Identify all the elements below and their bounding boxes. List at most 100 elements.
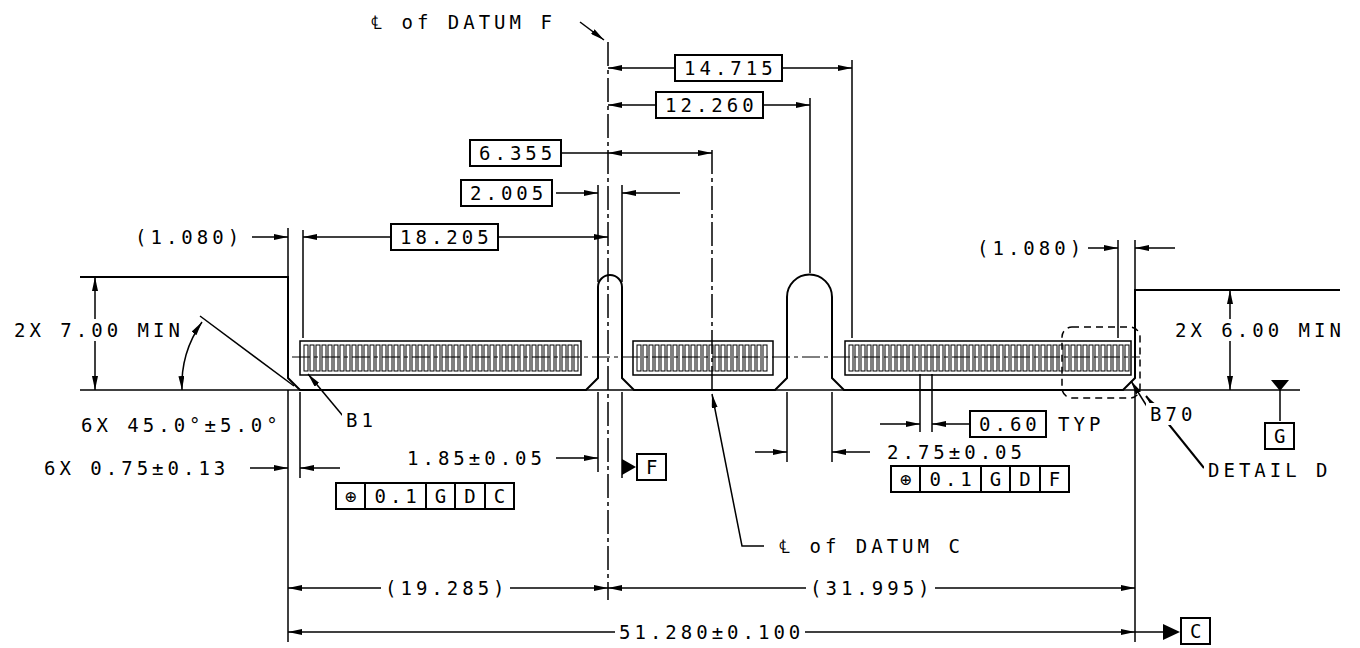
drawing-stroke	[633, 341, 773, 375]
drawing-stroke	[364, 345, 368, 371]
drawing-stroke	[490, 345, 494, 371]
drawing-stroke	[382, 345, 386, 371]
drawing-stroke	[484, 345, 488, 371]
drawing-stroke	[514, 345, 518, 371]
drawing-stroke	[1047, 345, 1051, 371]
drawing-stroke	[287, 390, 289, 642]
drawing-stroke	[879, 345, 883, 371]
centerline-note: ℄ of DATUM C	[775, 535, 965, 557]
drawing-stroke	[394, 345, 398, 371]
drawing-stroke	[939, 345, 943, 371]
drawing-stroke	[182, 322, 202, 390]
box-text: 12.260	[665, 94, 758, 116]
drawing-stroke	[292, 357, 1140, 358]
drawing-stroke	[80, 275, 1340, 390]
drawing-stroke	[921, 345, 925, 371]
drawing-stroke	[751, 345, 755, 371]
drawing-stroke	[1119, 345, 1123, 371]
drawing-stroke	[755, 451, 787, 453]
basic-dimension: 6.355	[469, 139, 562, 167]
drawing-stroke	[891, 345, 895, 371]
drawing-stroke	[430, 345, 434, 371]
drawing-stroke	[685, 345, 689, 371]
drawing-stroke	[322, 345, 326, 371]
box-text: 0.1	[364, 484, 424, 508]
box-text: 0.60	[979, 413, 1041, 435]
dimension-text: 6X 0.75±0.13	[40, 457, 230, 479]
centerline-note: ℄ of DATUM F	[367, 11, 557, 33]
drawing-stroke	[733, 345, 737, 371]
drawing-stroke	[1117, 240, 1119, 338]
drawing-stroke	[691, 345, 695, 371]
drawing-stroke	[1101, 345, 1105, 371]
drawing-stroke	[496, 345, 500, 371]
box-text: D	[454, 484, 483, 508]
drawing-stroke	[637, 345, 641, 371]
drawing-stroke	[400, 345, 404, 371]
drawing-stroke	[370, 345, 374, 371]
drawing-stroke	[448, 345, 452, 371]
dimension-text: 2X 7.00 MIN	[10, 319, 185, 341]
drawing-stroke	[622, 459, 636, 475]
drawing-stroke	[855, 345, 859, 371]
drawing-stroke	[388, 345, 392, 371]
drawing-stroke	[562, 345, 566, 371]
drawing-stroke	[1023, 345, 1027, 371]
drawing-stroke	[526, 345, 530, 371]
dimension-text: 1.85±0.05	[403, 447, 547, 469]
angle-dimension: 6X 45.0°±5.0°	[77, 414, 283, 436]
drawing-stroke	[328, 345, 332, 371]
drawing-stroke	[556, 457, 598, 459]
drawing-stroke	[622, 192, 680, 194]
drawing-stroke	[1035, 345, 1039, 371]
drawing-stroke	[1135, 631, 1163, 633]
drawing-stroke	[252, 236, 288, 238]
drawing-stroke	[1089, 345, 1093, 371]
box-text: C	[1190, 620, 1205, 642]
drawing-stroke	[406, 345, 410, 371]
box-text: 0.1	[919, 467, 979, 491]
drawing-stroke	[1088, 247, 1118, 249]
drawing-stroke	[580, 22, 604, 40]
drawing-stroke	[358, 345, 362, 371]
drawing-stroke	[739, 345, 743, 371]
drawing-stroke	[867, 345, 871, 371]
drawing-stroke	[340, 345, 344, 371]
drawing-stroke	[597, 185, 599, 282]
drawing-stroke	[987, 345, 991, 371]
datum-label: C	[1180, 617, 1211, 645]
drawing-stroke	[1077, 345, 1081, 371]
box-text: 6.355	[479, 142, 556, 164]
box-text: F	[646, 456, 661, 478]
drawing-stroke	[200, 316, 294, 386]
drawing-stroke	[1017, 345, 1021, 371]
drawing-stroke	[472, 345, 476, 371]
drawing-stroke	[550, 345, 554, 371]
drawing-stroke	[963, 345, 967, 371]
drawing-stroke	[1041, 345, 1045, 371]
drawing-stroke	[302, 230, 304, 338]
drawing-stroke	[1005, 345, 1009, 371]
note-text: TYP	[1054, 413, 1105, 435]
box-text: ⊕	[892, 467, 919, 491]
drawing-stroke	[316, 345, 320, 371]
drawing-stroke	[861, 345, 865, 371]
drawing-stroke	[574, 345, 578, 371]
drawing-stroke	[80, 389, 1300, 391]
reference-dimension: (1.080)	[973, 237, 1086, 259]
drawing-stroke	[969, 345, 973, 371]
drawing-stroke	[478, 345, 482, 371]
drawing-stroke	[502, 345, 506, 371]
drawing-stroke	[845, 341, 1131, 375]
reference-dimension: (31.995)	[806, 577, 935, 599]
drawing-stroke	[442, 345, 446, 371]
drawing-stroke	[809, 98, 811, 273]
box-text: C	[484, 484, 513, 508]
dimension-lines	[80, 22, 1340, 642]
drawing-stroke	[1062, 327, 1140, 398]
drawing-stroke	[711, 150, 713, 392]
drawing-stroke	[909, 345, 913, 371]
drawing-stroke	[334, 345, 338, 371]
reference-dimension: (19.285)	[381, 577, 510, 599]
